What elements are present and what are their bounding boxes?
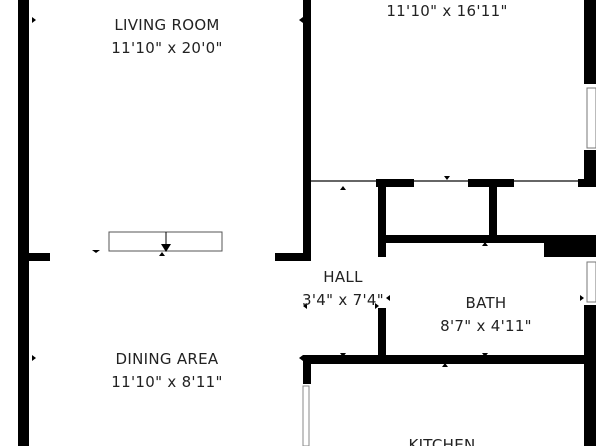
dining-area-name: DINING AREA: [115, 350, 219, 368]
marker: [340, 186, 346, 190]
wall-right-bath: [584, 305, 596, 363]
wall-closet-bottom: [386, 235, 546, 243]
dining-area-dims: 11'10" x 8'11": [111, 373, 223, 391]
wall-kitchen-top: [303, 355, 596, 364]
marker: [444, 176, 450, 180]
marker: [32, 355, 36, 361]
wall-top-room-lower-b: [376, 179, 414, 187]
hearth-arrow: [161, 244, 171, 252]
wall-closet-block: [544, 235, 596, 257]
marker: [299, 355, 303, 361]
window-right-upper: [586, 87, 596, 149]
marker: [159, 252, 165, 256]
hall-name: HALL: [323, 268, 363, 286]
wall-top-room-lower-d: [468, 179, 514, 187]
kitchen-name: KITCHEN: [408, 436, 476, 446]
wall-right-upper: [584, 0, 596, 84]
wall-kitchen-left: [303, 364, 311, 384]
wall-living-dining-right: [275, 253, 311, 261]
wall-top-room-lower-a: [311, 180, 376, 182]
marker: [32, 17, 36, 23]
window-kitchen-left: [302, 385, 310, 446]
bath-dims: 8'7" x 4'11": [440, 317, 532, 335]
wall-left-outer: [18, 0, 29, 446]
marker: [375, 303, 379, 309]
marker: [386, 295, 390, 301]
wall-top-room-lower-c: [414, 180, 468, 182]
marker: [580, 295, 584, 301]
wall-right-kitchen: [584, 364, 596, 446]
marker: [340, 353, 346, 357]
wall-hall-bath-lower: [378, 308, 386, 358]
wall-right-mid: [584, 150, 596, 187]
marker: [482, 353, 488, 357]
window-bath: [586, 261, 596, 303]
marker: [303, 303, 307, 309]
wall-living-dining-left: [18, 253, 50, 261]
living-room-dims: 11'10" x 20'0": [111, 39, 223, 57]
marker: [482, 242, 488, 246]
hall-dims: 3'4" x 7'4": [302, 291, 384, 309]
living-room-name: LIVING ROOM: [114, 16, 220, 34]
top-room-dims: 11'10" x 16'11": [386, 2, 508, 20]
bath-name: BATH: [465, 294, 507, 312]
marker: [299, 17, 303, 23]
wall-living-top-room: [303, 0, 311, 261]
wall-top-room-lower-f: [578, 179, 586, 187]
wall-top-room-lower-e: [514, 180, 580, 182]
marker: [92, 250, 100, 253]
marker: [442, 363, 448, 367]
wall-closet-divider: [489, 187, 497, 237]
wall-hall-bath-upper: [378, 187, 386, 257]
